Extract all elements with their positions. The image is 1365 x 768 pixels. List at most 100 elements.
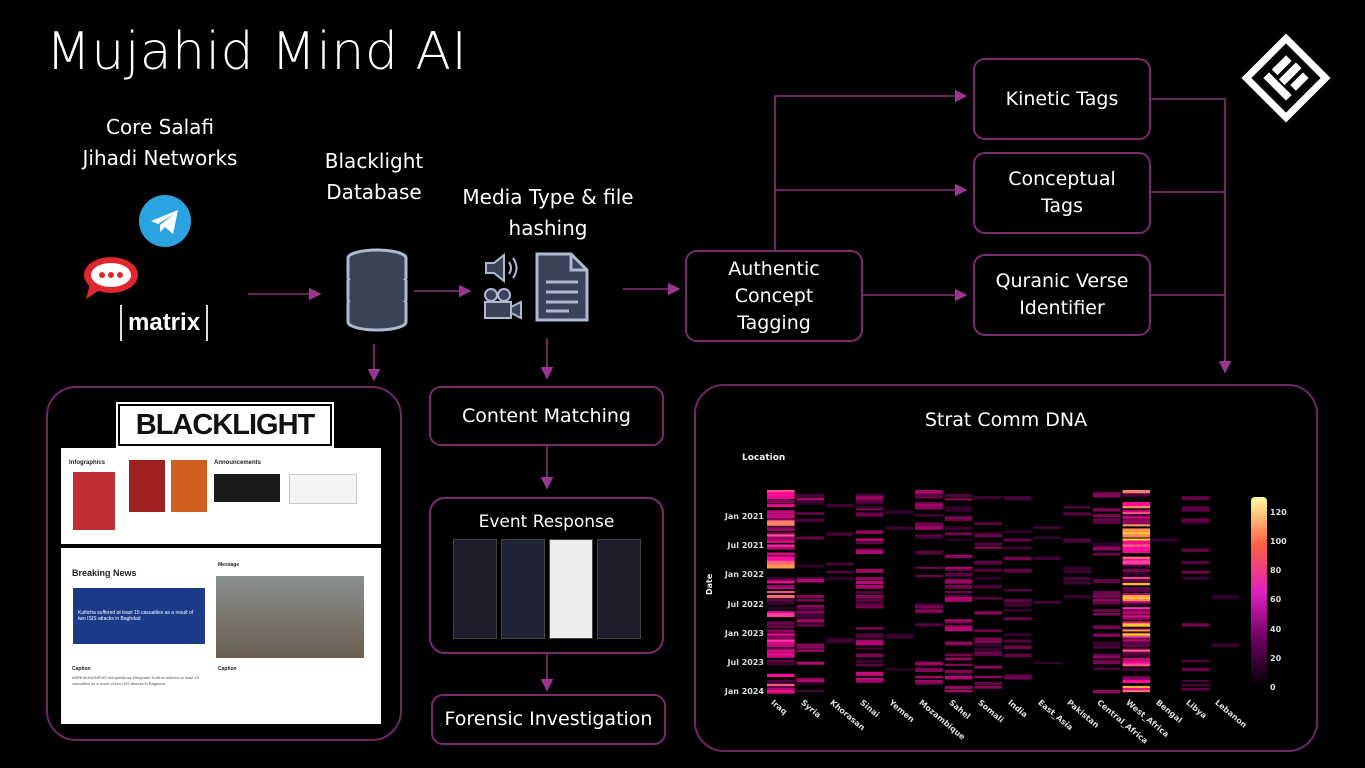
heatmap-cell	[767, 532, 795, 536]
content-matching-box: Content Matching	[429, 386, 664, 446]
heatmap-cell	[1122, 637, 1151, 641]
heatmap-cell	[974, 651, 1002, 655]
media-label: Media Type & file hashing	[448, 182, 648, 244]
heatmap-cell	[1004, 599, 1032, 603]
heatmap-cell	[855, 677, 884, 681]
authentic-concept-tagging-box: Authentic Concept Tagging	[685, 250, 863, 342]
heatmap-cell	[855, 671, 884, 676]
heatmap-cell	[1122, 659, 1151, 664]
heatmap-cell	[1122, 617, 1151, 620]
heatmap-cell	[1092, 593, 1121, 597]
heatmap-cell	[885, 635, 914, 639]
heatmap-cell	[1092, 625, 1121, 630]
heatmap-cell	[1063, 580, 1091, 585]
heatmap-cell	[944, 526, 973, 531]
heatmap-cell	[1063, 566, 1091, 571]
heatmap-cell	[1122, 631, 1151, 635]
heatmap-cell	[974, 496, 1002, 500]
heatmap-cell	[1063, 506, 1091, 509]
heatmap-cell	[796, 649, 825, 652]
heatmap-cell	[796, 498, 825, 502]
blacklight-logo-text: BLACKLIGHT	[135, 408, 315, 441]
heatmap-cell	[974, 576, 1002, 580]
heatmap-cell	[1004, 617, 1032, 621]
heatmap-cell	[1122, 504, 1151, 507]
heatmap-cell	[796, 617, 825, 621]
heatmap-cell	[1122, 550, 1151, 554]
heatmap-cell	[767, 518, 795, 522]
heatmap-cell	[796, 679, 825, 684]
heatmap-cell	[974, 534, 1002, 538]
heatmap-cell	[915, 506, 943, 510]
heatmap-cell	[767, 494, 795, 498]
heatmap-cell	[767, 633, 795, 637]
heatmap-cell	[826, 639, 854, 644]
breaking-news-heading: Breaking News	[72, 568, 137, 578]
heatmap-cell	[1092, 518, 1121, 521]
heatmap-y-tick: Jul 2021	[727, 541, 764, 551]
heatmap-cell	[796, 677, 825, 681]
heatmap-cell	[855, 508, 884, 511]
heatmap-cell	[1122, 564, 1151, 568]
heatmap-cell	[767, 580, 795, 584]
heatmap-cell	[767, 528, 795, 531]
heatmap-cell	[767, 685, 795, 690]
blacklight-panel	[46, 386, 402, 741]
announcements-heading: Announcements	[214, 460, 262, 466]
heatmap-cell	[1181, 508, 1210, 512]
heatmap-cell	[1004, 645, 1032, 650]
calligraphy-logo	[1241, 33, 1331, 123]
heatmap-cell	[826, 504, 854, 508]
heatmap-cell	[915, 623, 943, 627]
heatmap-cell	[1122, 572, 1151, 576]
heatmap-cell	[944, 566, 973, 571]
heatmap-cell	[915, 534, 943, 538]
heatmap-cell	[826, 576, 854, 581]
heatmap-cell	[767, 522, 795, 526]
heatmap-cell	[826, 532, 854, 536]
heatmap-cell	[1092, 599, 1121, 603]
heatmap-cell	[767, 595, 795, 599]
heatmap-cell	[1211, 595, 1239, 599]
event-response-box: Event Response	[429, 497, 664, 654]
heatmap-cell	[915, 675, 943, 679]
heatmap-cell	[915, 514, 943, 517]
heatmap-cell	[974, 560, 1002, 565]
heatmap-cell	[1181, 518, 1210, 521]
heatmap-cell	[855, 659, 884, 663]
heatmap-cell	[974, 685, 1002, 689]
heatmap-cell	[1004, 568, 1032, 573]
heatmap-cell	[855, 502, 884, 505]
heatmap-cell	[767, 621, 795, 625]
announcement-thumb	[214, 474, 280, 502]
heatmap-cell	[855, 514, 884, 517]
heatmap-cell	[855, 538, 884, 541]
heatmap-cell	[974, 597, 1002, 600]
heatmap-cell	[767, 673, 795, 677]
heatmap-cell	[796, 619, 825, 623]
heatmap-cell	[944, 619, 973, 623]
heatmap-cell	[767, 690, 795, 694]
heatmap-cell	[1122, 595, 1151, 598]
kinetic-tags-box: Kinetic Tags	[973, 58, 1151, 140]
colorbar-tick: 40	[1270, 624, 1282, 634]
heatmap-cell	[1122, 615, 1151, 618]
heatmap-cell	[767, 611, 795, 615]
heatmap-cell	[944, 584, 973, 589]
heatmap-cell	[1004, 530, 1032, 533]
heatmap-cell	[1122, 677, 1151, 681]
heatmap-cell	[1181, 522, 1210, 525]
heatmap-cell	[1181, 667, 1210, 672]
heatmap-cell	[767, 679, 795, 683]
heatmap-cell	[944, 599, 973, 602]
heatmap-cell	[1092, 653, 1121, 657]
authentic-line2: Concept	[734, 284, 814, 307]
document-icon	[535, 252, 589, 322]
heatmap-cell	[767, 629, 795, 633]
heatmap-cell	[1092, 641, 1121, 646]
heatmap-cell	[885, 510, 914, 514]
heatmap-cell	[796, 681, 825, 685]
heatmap-cell	[1004, 589, 1032, 592]
heatmap-cell	[796, 536, 825, 540]
